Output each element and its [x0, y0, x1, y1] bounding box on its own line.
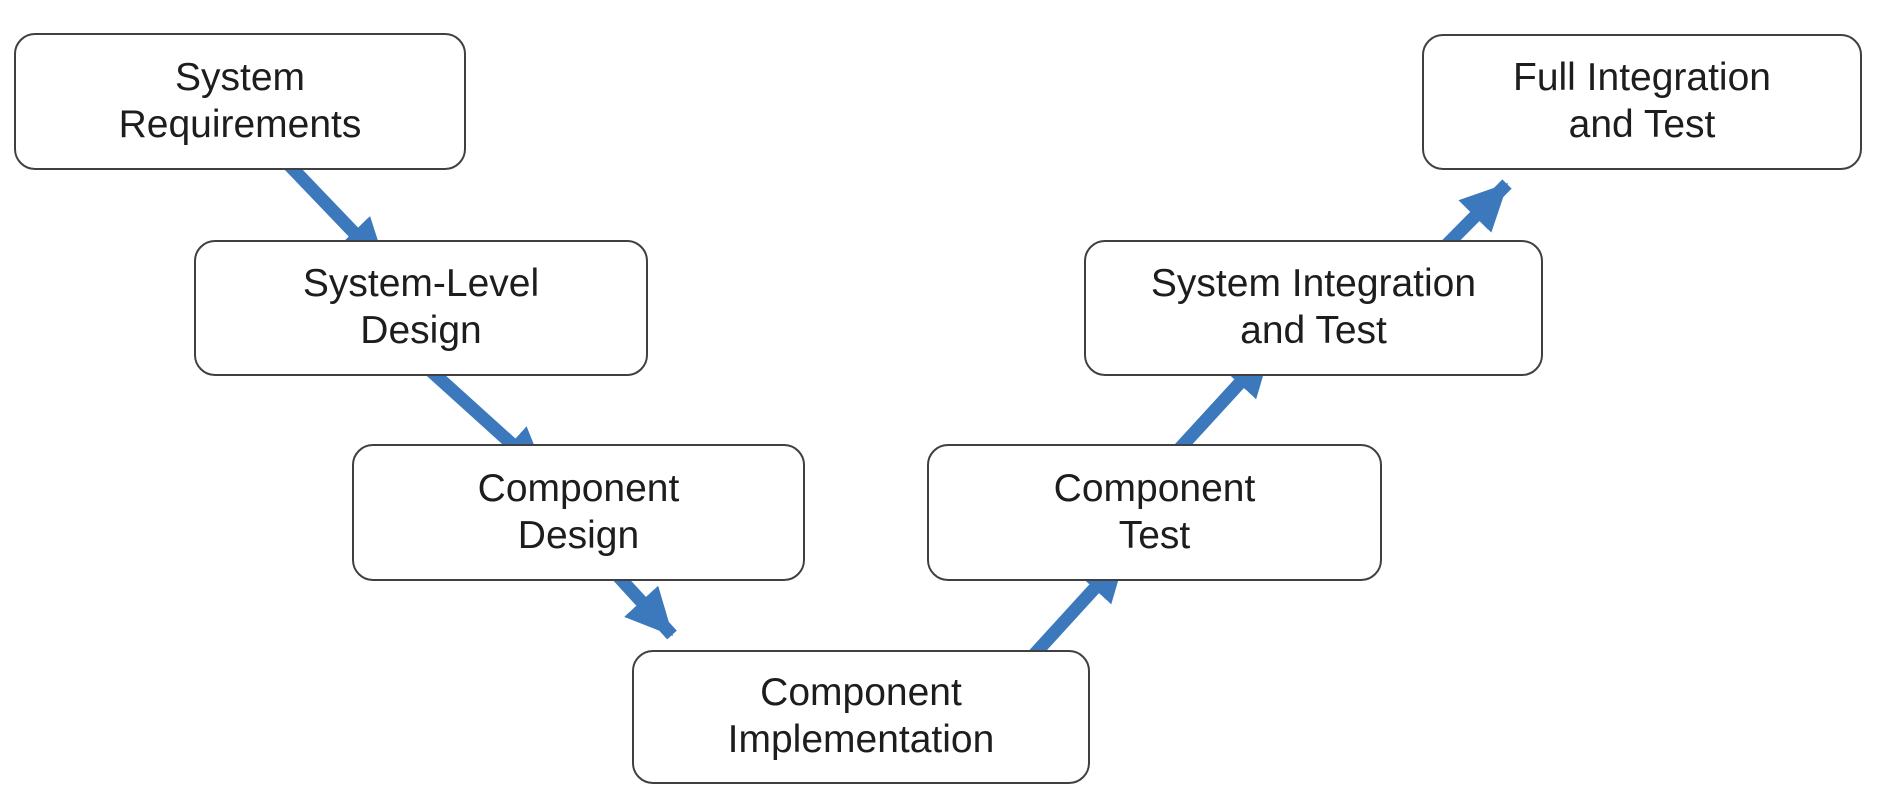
- node-system-level-design: System-Level Design: [194, 240, 648, 376]
- node-component-design-label: Component Design: [477, 466, 680, 557]
- node-system-integration-and-test: System Integration and Test: [1084, 240, 1543, 376]
- node-component-test-label: Component Test: [1053, 466, 1256, 557]
- node-component-implementation: Component Implementation: [632, 650, 1090, 784]
- node-full-integration-and-test: Full Integration and Test: [1422, 34, 1862, 170]
- node-full-integration-and-test-label: Full Integration and Test: [1513, 56, 1771, 146]
- node-system-requirements-label: System Requirements: [118, 55, 362, 146]
- node-component-implementation-label: Component Implementation: [727, 671, 995, 761]
- node-component-design: Component Design: [352, 444, 805, 581]
- node-system-level-design-label: System-Level Design: [302, 262, 540, 352]
- node-component-test: Component Test: [927, 444, 1382, 581]
- node-system-integration-and-test-label: System Integration and Test: [1150, 262, 1477, 352]
- node-system-requirements: System Requirements: [14, 33, 466, 170]
